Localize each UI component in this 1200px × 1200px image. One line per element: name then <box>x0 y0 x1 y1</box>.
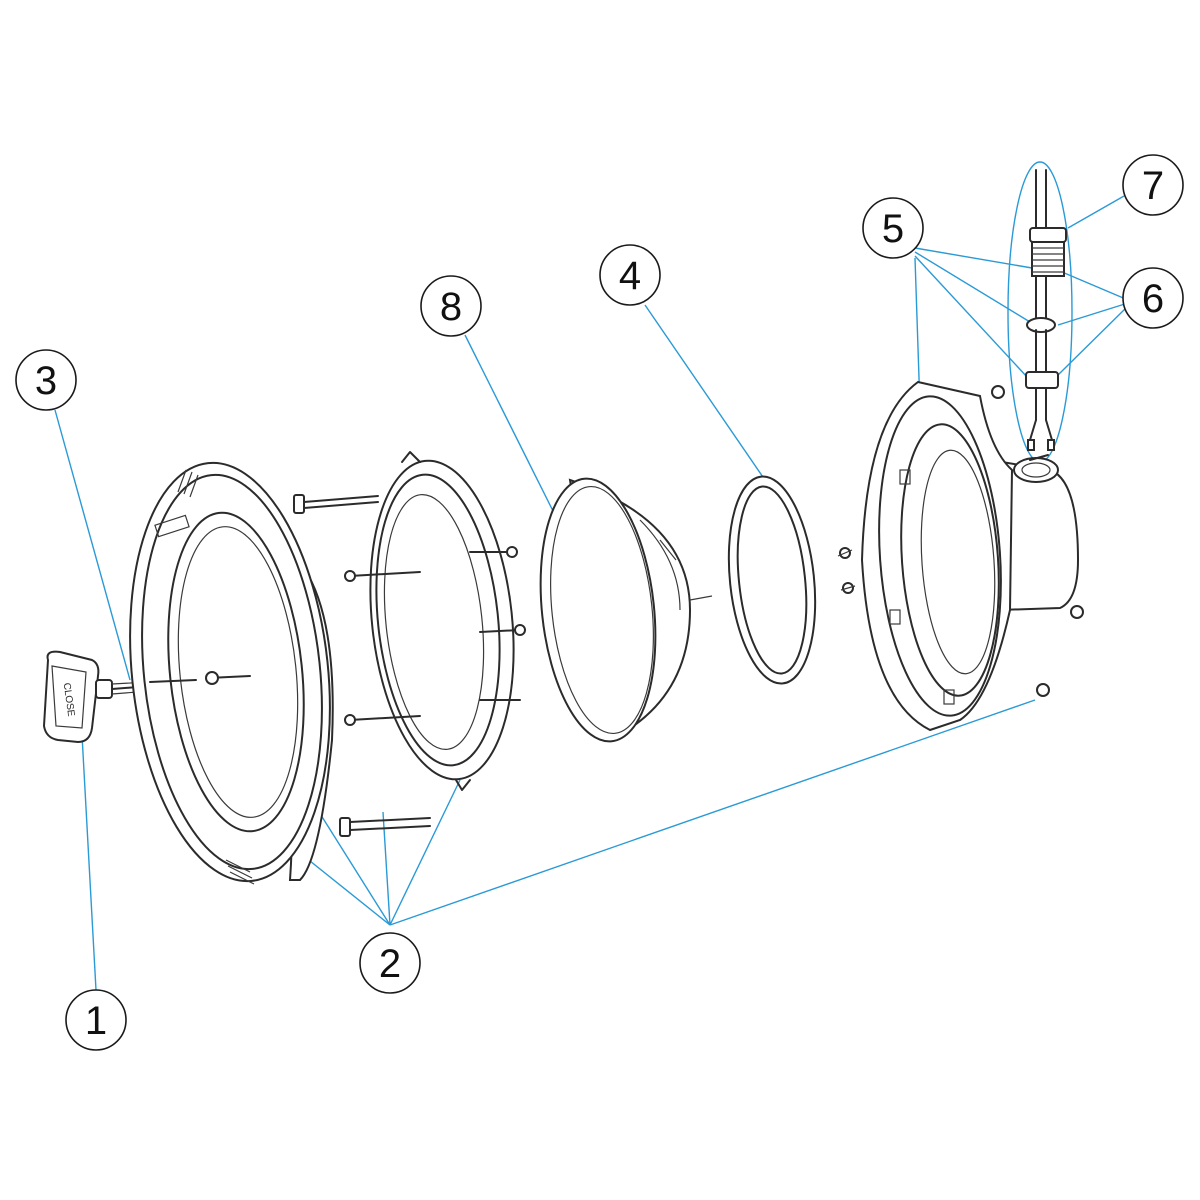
callout-2: 2 <box>359 932 421 994</box>
leader-7-ellipse <box>1007 161 1073 463</box>
leader-5-c <box>914 251 1031 323</box>
leader-2-d <box>389 779 461 926</box>
callout-1-label: 1 <box>85 999 107 1043</box>
long-bolts <box>293 494 431 837</box>
leader-7 <box>1067 195 1125 229</box>
callout-7: 7 <box>1122 154 1184 216</box>
leader-5-b <box>914 247 1033 269</box>
leader-2-c <box>382 811 391 926</box>
callout-8-label: 8 <box>440 285 462 329</box>
callout-5: 5 <box>862 197 924 259</box>
callout-3: 3 <box>15 349 77 411</box>
callout-8: 8 <box>420 275 482 337</box>
key-engraving: CLOSE <box>61 682 77 717</box>
callout-6-label: 6 <box>1142 277 1164 321</box>
small-screws <box>837 547 856 594</box>
leader-4 <box>644 304 766 481</box>
leader-1 <box>81 734 97 991</box>
leader-6-b <box>1057 302 1129 326</box>
gasket <box>727 475 817 685</box>
callout-4: 4 <box>599 244 661 306</box>
cable-gland <box>1025 169 1067 451</box>
callout-6: 6 <box>1122 267 1184 329</box>
callout-3-label: 3 <box>35 359 57 403</box>
leader-2-e <box>389 699 1036 926</box>
callout-2-label: 2 <box>379 942 401 986</box>
key: CLOSE <box>42 650 151 744</box>
callout-7-label: 7 <box>1142 164 1164 208</box>
callout-5-label: 5 <box>882 207 904 251</box>
clamping-ring <box>344 451 526 791</box>
front-trim-ring <box>129 461 334 885</box>
leader-6-a <box>1061 271 1129 301</box>
leader-6-c <box>1057 305 1129 376</box>
leader-3 <box>54 409 131 681</box>
niche-housing <box>860 380 1084 732</box>
leader-5-d <box>914 255 1029 379</box>
lamp <box>539 477 713 743</box>
callout-1: 1 <box>65 989 127 1051</box>
callout-4-label: 4 <box>619 254 641 298</box>
leader-lines <box>54 161 1129 991</box>
